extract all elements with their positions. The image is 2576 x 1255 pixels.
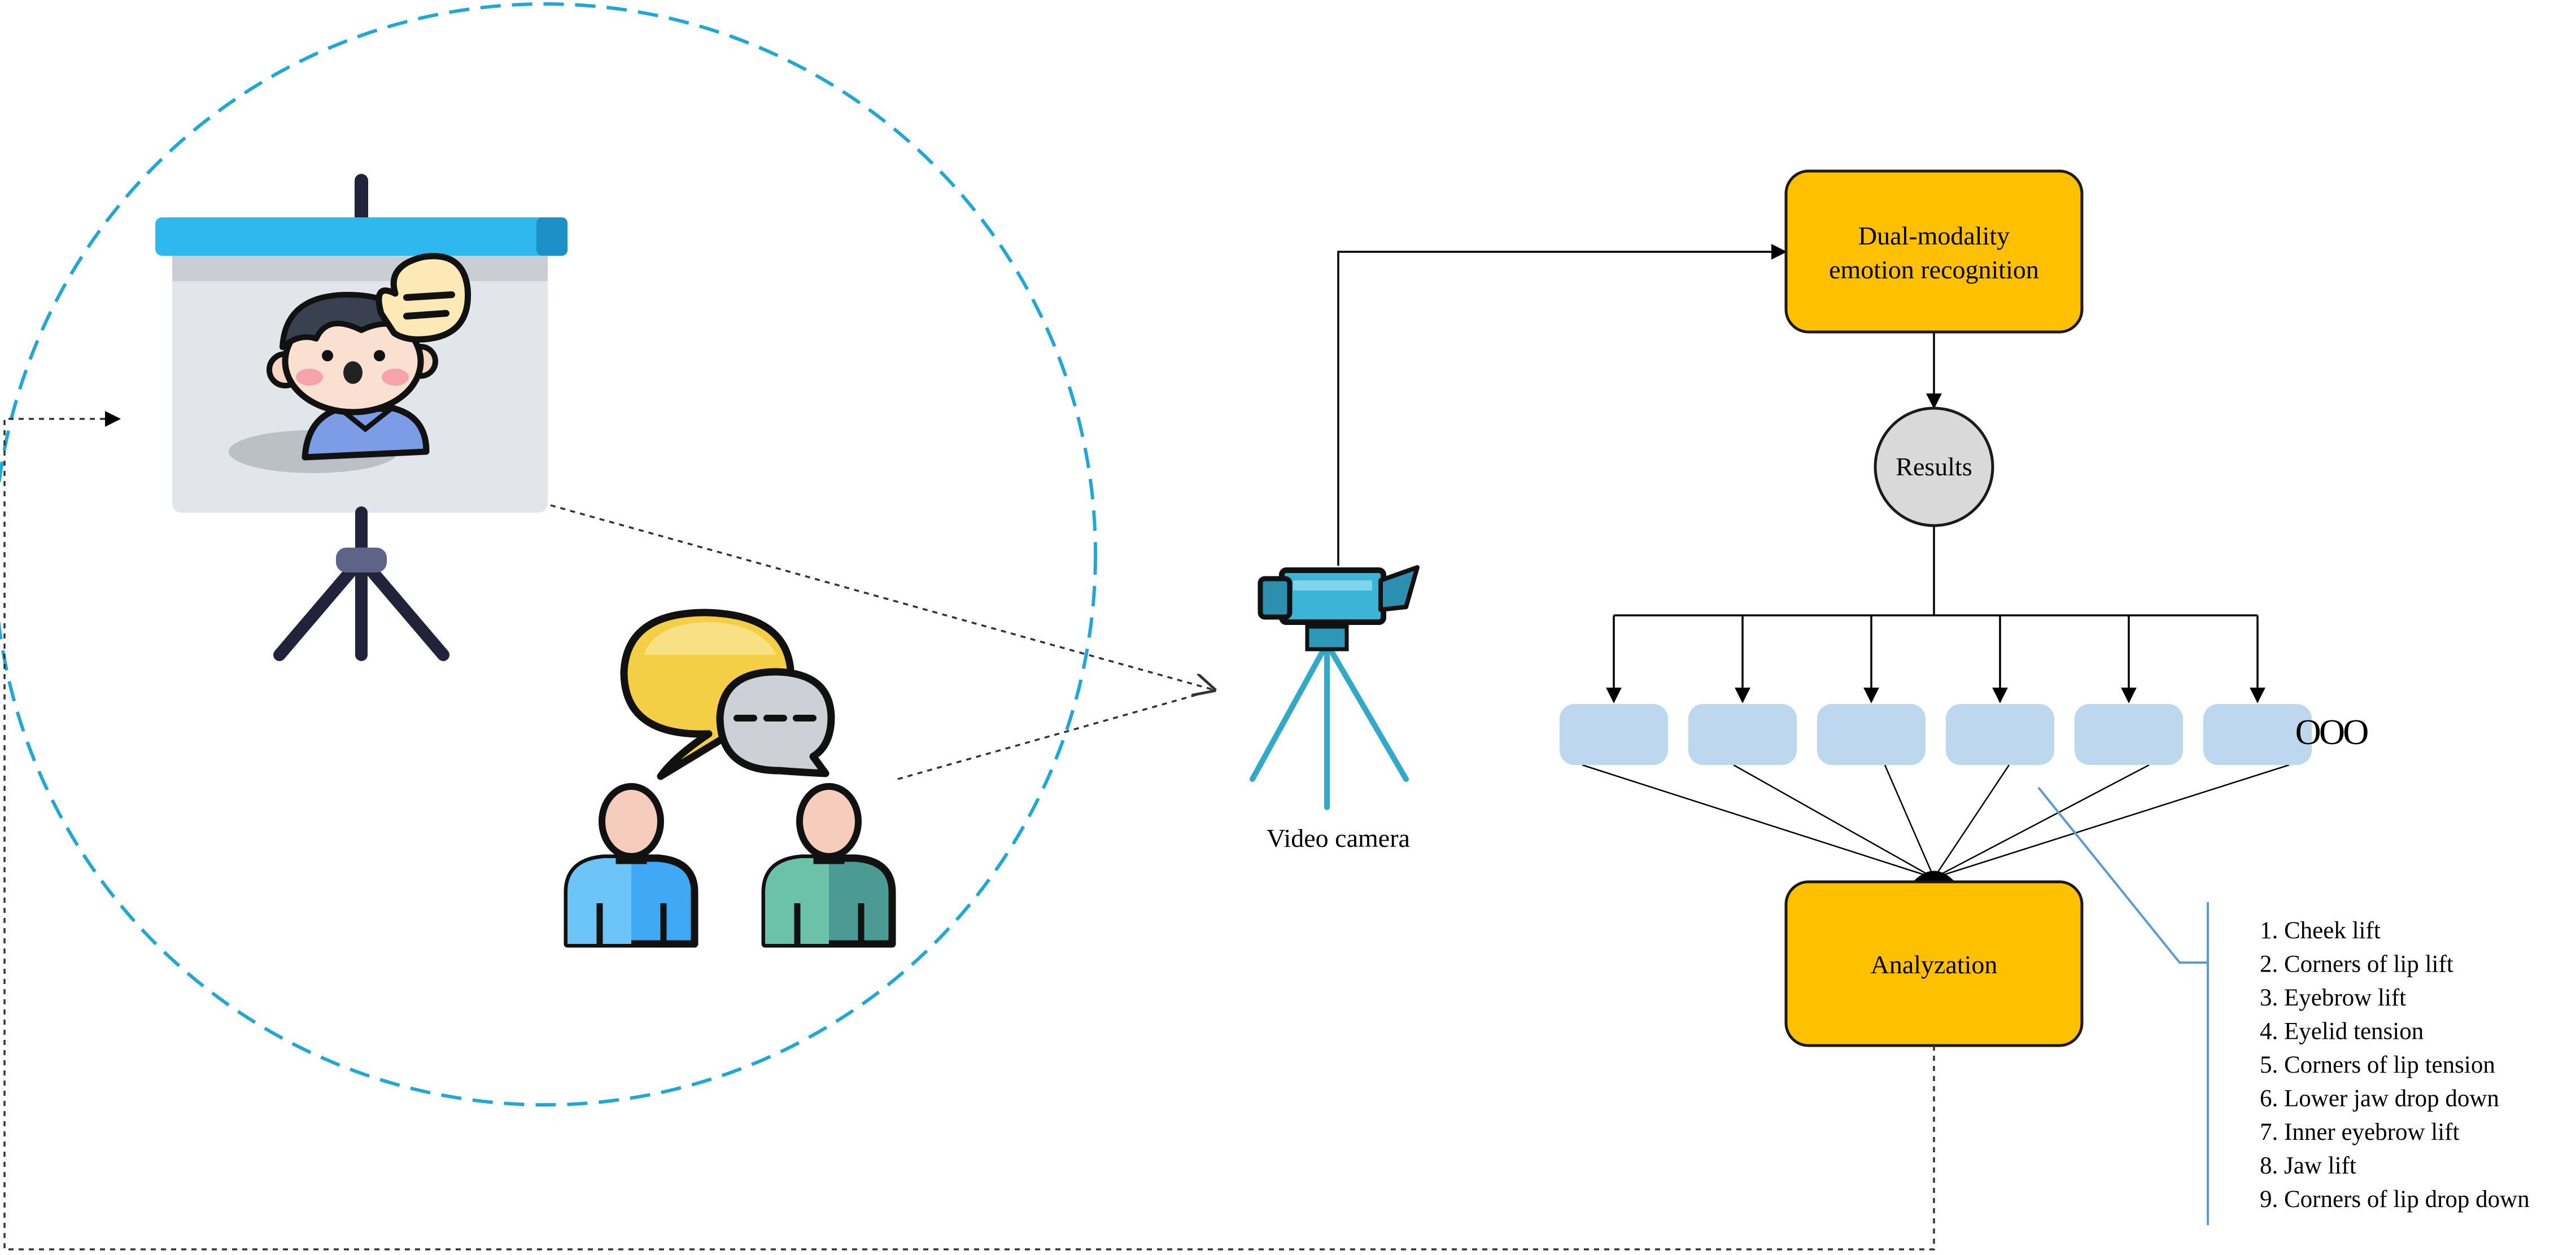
board-to-camera-connector [550, 504, 1214, 690]
feature-box [1817, 704, 1926, 765]
convergence-node [1911, 871, 1957, 884]
action-unit-item: 3. Eyebrow lift [2260, 985, 2406, 1011]
scene-dashed-ellipse [0, 2, 1097, 1107]
results-label: Results [1896, 452, 1972, 481]
feature-box [1946, 704, 2054, 765]
feature-to-analyzation-line [1884, 764, 1935, 878]
feature-box [2203, 704, 2312, 765]
action-unit-item: 2. Corners of lip lift [2260, 951, 2453, 978]
action-unit-item: 9. Corners of lip drop down [2260, 1186, 2530, 1213]
analyzation-label: Analyzation [1871, 950, 1998, 979]
speech-bubble-icon [376, 253, 471, 343]
action-unit-item: 8. Jaw lift [2260, 1153, 2356, 1179]
camera-label: Video camera [1267, 824, 1410, 852]
more-features-marker: OOO [2295, 712, 2368, 752]
camera-to-recognition-arrow [1337, 244, 1787, 566]
audience-to-camera-connector [897, 689, 1215, 780]
action-unit-item: 6. Lower jaw drop down [2260, 1086, 2499, 1112]
feature-layer [1560, 615, 2312, 879]
feature-to-analyzation-line [1933, 764, 2150, 879]
video-camera-icon [1250, 565, 1420, 810]
speaker-avatar-icon [267, 291, 438, 461]
audience-people-icon [564, 783, 896, 948]
feedback-loop-arrowhead [105, 411, 121, 427]
feature-to-analyzation-line [1582, 764, 1935, 879]
feature-box [2075, 704, 2183, 765]
dual-modality-label-line1: Dual-modality [1858, 221, 2010, 250]
feature-to-analyzation-line [1933, 764, 2290, 879]
chat-bubbles-icon [620, 609, 835, 780]
feature-to-analyzation-line [1933, 764, 2010, 878]
feedback-loop-connector [3, 418, 1935, 1250]
dual-modality-label-line2: emotion recognition [1829, 255, 2039, 284]
dual-modality-recognition-box [1784, 169, 2084, 334]
action-unit-item: 4. Eyelid tension [2260, 1018, 2424, 1045]
action-unit-item: 5. Corners of lip tension [2260, 1052, 2495, 1078]
feature-box [1688, 704, 1797, 765]
action-unit-item: 1. Cheek lift [2260, 917, 2381, 944]
action-unit-list: 1. Cheek lift 2. Corners of lip lift 3. Ey… [2260, 917, 2530, 1213]
feature-detail-bracket [2037, 786, 2209, 1225]
feature-box [1560, 704, 1668, 765]
feature-to-analyzation-line [1733, 764, 1935, 879]
action-unit-item: 7. Inner eyebrow lift [2260, 1119, 2459, 1145]
